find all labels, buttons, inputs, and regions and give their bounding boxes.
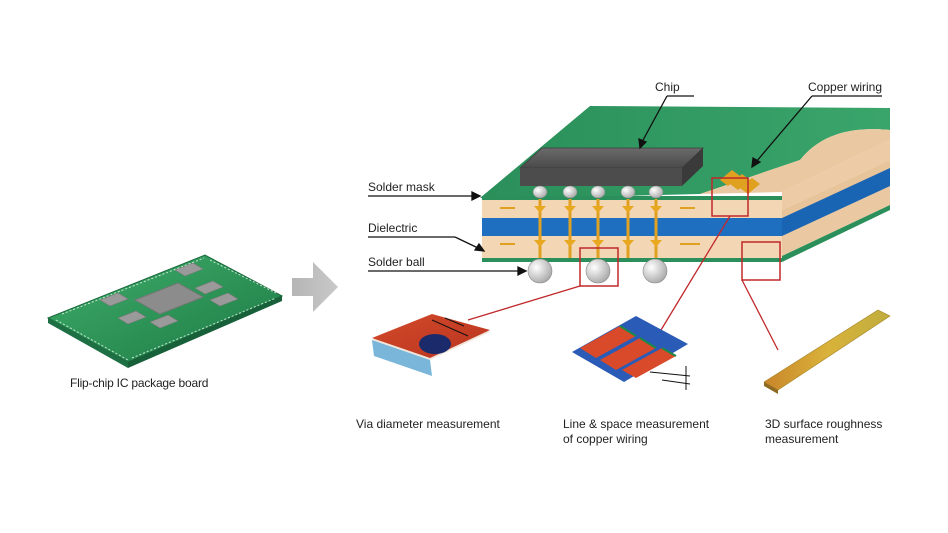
label-leaders (368, 95, 882, 277)
label-solder-ball: Solder ball (368, 255, 425, 269)
caption-roughness-line1: 3D surface roughness (765, 417, 882, 431)
chip-bumps (532, 185, 664, 199)
cross-section-illustration (467, 106, 890, 351)
copper-traces (500, 207, 700, 245)
copper-pads (534, 206, 662, 247)
label-solder-mask: Solder mask (368, 180, 436, 194)
callout-boxes (579, 177, 781, 287)
front-layers (482, 196, 782, 262)
board-chip (133, 282, 205, 315)
package-board-illustration (46, 254, 284, 368)
caption-roughness-line2: measurement (765, 432, 839, 446)
chip-body (518, 147, 704, 169)
line-space-inset (572, 316, 691, 390)
caption-line-space-line1: Line & space measurement (563, 417, 710, 431)
via-diameter-inset (372, 314, 490, 376)
package-board-caption: Flip-chip IC package board (70, 376, 208, 390)
via-hole (419, 334, 451, 354)
solder-balls (527, 258, 668, 284)
label-chip: Chip (655, 80, 680, 94)
board-pin-rows (55, 257, 277, 361)
label-dielectric: Dielectric (368, 221, 417, 235)
line-space-dimension-lines (649, 366, 691, 390)
caption-line-space-line2: of copper wiring (563, 432, 648, 446)
caption-via-diameter: Via diameter measurement (356, 417, 501, 431)
via-dimension-lines (431, 317, 469, 337)
right-arrow-icon (292, 262, 338, 312)
callout-surface (741, 241, 781, 281)
surface-roughness-inset (763, 309, 891, 394)
callout-lines (467, 215, 779, 351)
side-layers (782, 140, 890, 262)
core-layer (482, 218, 782, 236)
line-space-edges (619, 325, 677, 357)
label-copper-wiring: Copper wiring (808, 80, 882, 94)
callout-solder-ball (579, 247, 619, 287)
board-pads (99, 262, 239, 329)
